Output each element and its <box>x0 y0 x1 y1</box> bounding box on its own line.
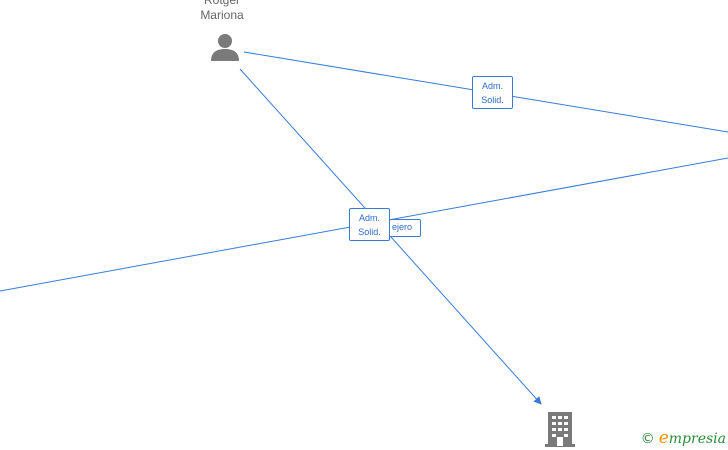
edge-label-top[interactable]: Adm. Solid. <box>472 76 513 109</box>
person-name-label: Rotger Mariona <box>172 0 272 23</box>
person-name-line1: Rotger <box>203 0 241 7</box>
edge-label-behind[interactable]: ejero <box>380 219 421 237</box>
copyright-symbol: © <box>640 431 655 447</box>
edge-label-top-line1: Adm. <box>481 81 503 91</box>
edge-label-middle-line1: Adm. <box>358 213 380 223</box>
building-icon[interactable] <box>544 412 576 448</box>
edge-label-top-line2: Solid. <box>481 95 504 105</box>
person-name-line2: Mariona <box>200 8 244 22</box>
brand-name: mpresia <box>668 431 726 447</box>
brand-initial: e <box>658 428 669 448</box>
person-icon[interactable] <box>210 32 240 62</box>
edge-label-middle[interactable]: Adm. Solid. <box>349 208 390 241</box>
edge-label-middle-line2: Solid. <box>358 227 381 237</box>
empresia-watermark: ©empresia <box>641 428 726 448</box>
edge-label-behind-text: ejero <box>391 222 412 232</box>
